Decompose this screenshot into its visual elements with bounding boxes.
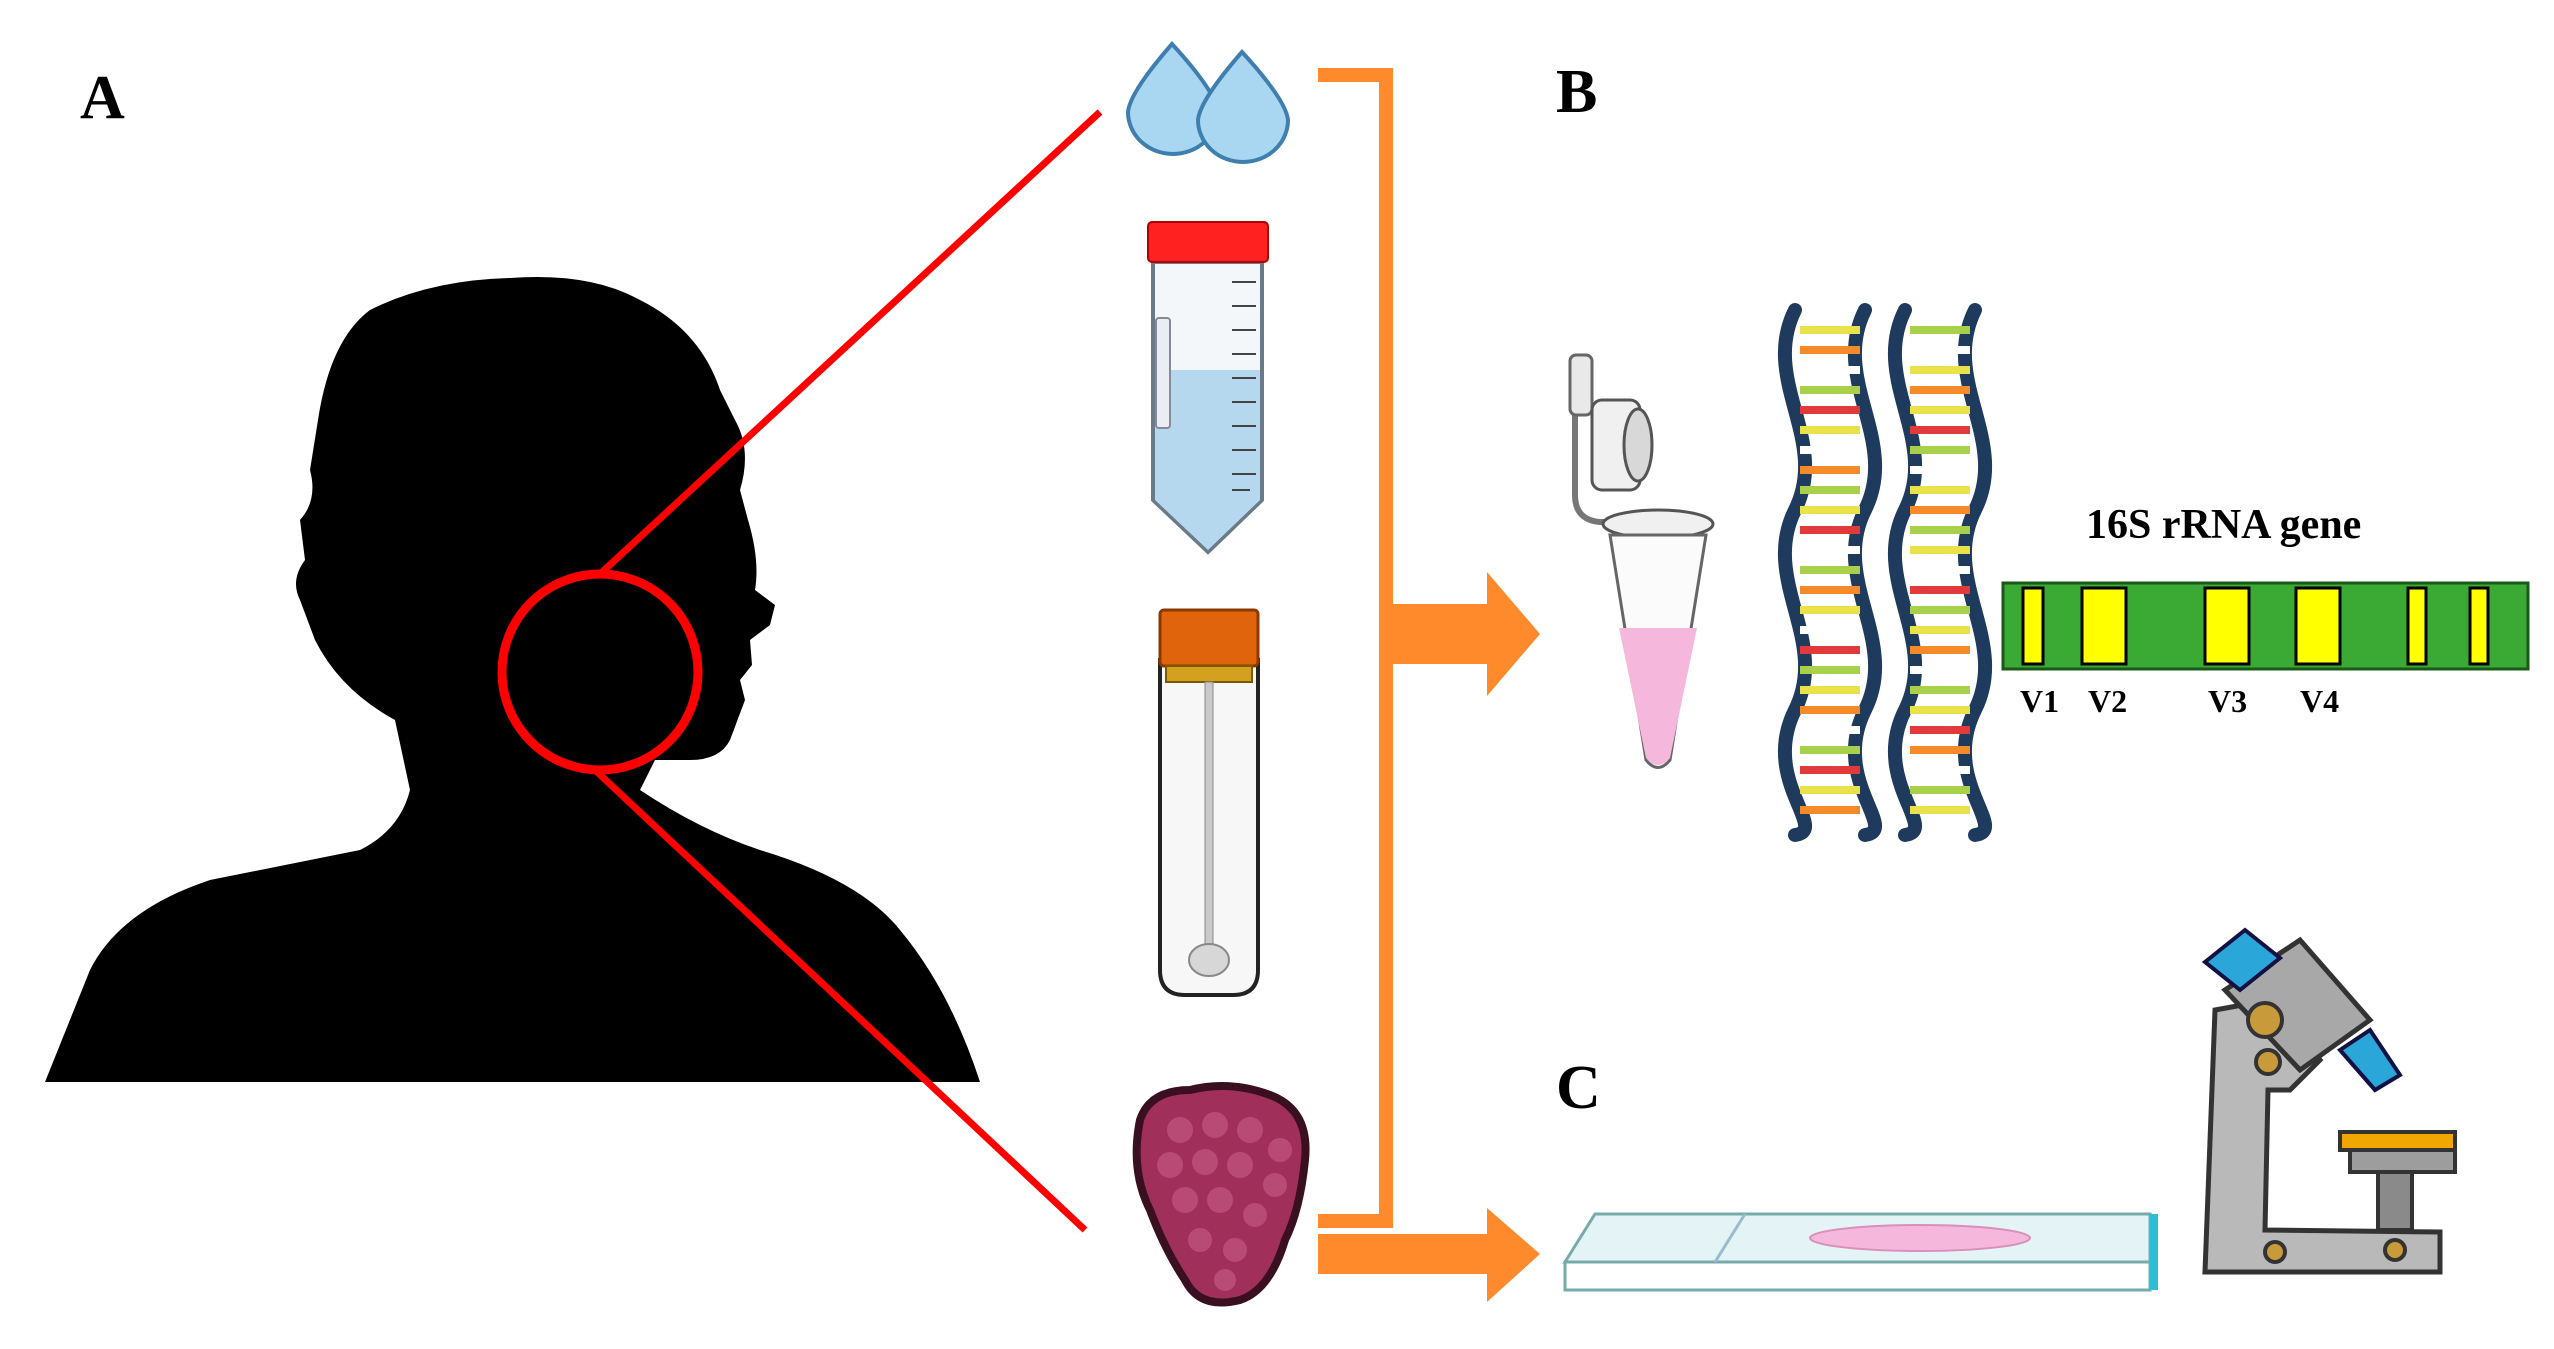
variable-region-v4 xyxy=(2294,586,2342,666)
highlight-line-top xyxy=(597,109,1103,577)
region-label-v2: V2 xyxy=(2088,683,2127,719)
microscope-slide-icon xyxy=(1562,1212,2158,1292)
variable-region-v3 xyxy=(2203,586,2251,666)
microscope-icon xyxy=(2201,927,2457,1275)
highlight-circle xyxy=(497,569,703,775)
variable-region-6 xyxy=(2468,586,2490,666)
panel-label-c: C xyxy=(1556,1054,1601,1122)
panel-label-a: A xyxy=(80,64,125,132)
tissue-biopsy-icon xyxy=(1132,1082,1310,1307)
variable-region-v1 xyxy=(2021,586,2045,666)
silhouette-icon xyxy=(45,276,980,1082)
variable-region-v2 xyxy=(2080,586,2128,666)
variable-region-5 xyxy=(2406,586,2428,666)
dna-helix-icon xyxy=(1777,303,1993,842)
region-label-v4: V4 xyxy=(2300,683,2339,719)
gene-title: 16S rRNA gene xyxy=(2086,502,2361,548)
falcon-tube-icon xyxy=(1147,221,1269,555)
panel-label-b: B xyxy=(1556,58,1597,126)
highlight-line-bottom xyxy=(592,767,1088,1233)
saliva-drops-icon xyxy=(1125,41,1291,164)
workflow-bracket xyxy=(1318,68,1540,1302)
gene-bar xyxy=(2001,581,2530,671)
region-label-v1: V1 xyxy=(2020,683,2059,719)
pcr-tube-icon xyxy=(1568,353,1715,769)
region-label-v3: V3 xyxy=(2208,683,2247,719)
swab-tube-icon xyxy=(1158,608,1260,997)
